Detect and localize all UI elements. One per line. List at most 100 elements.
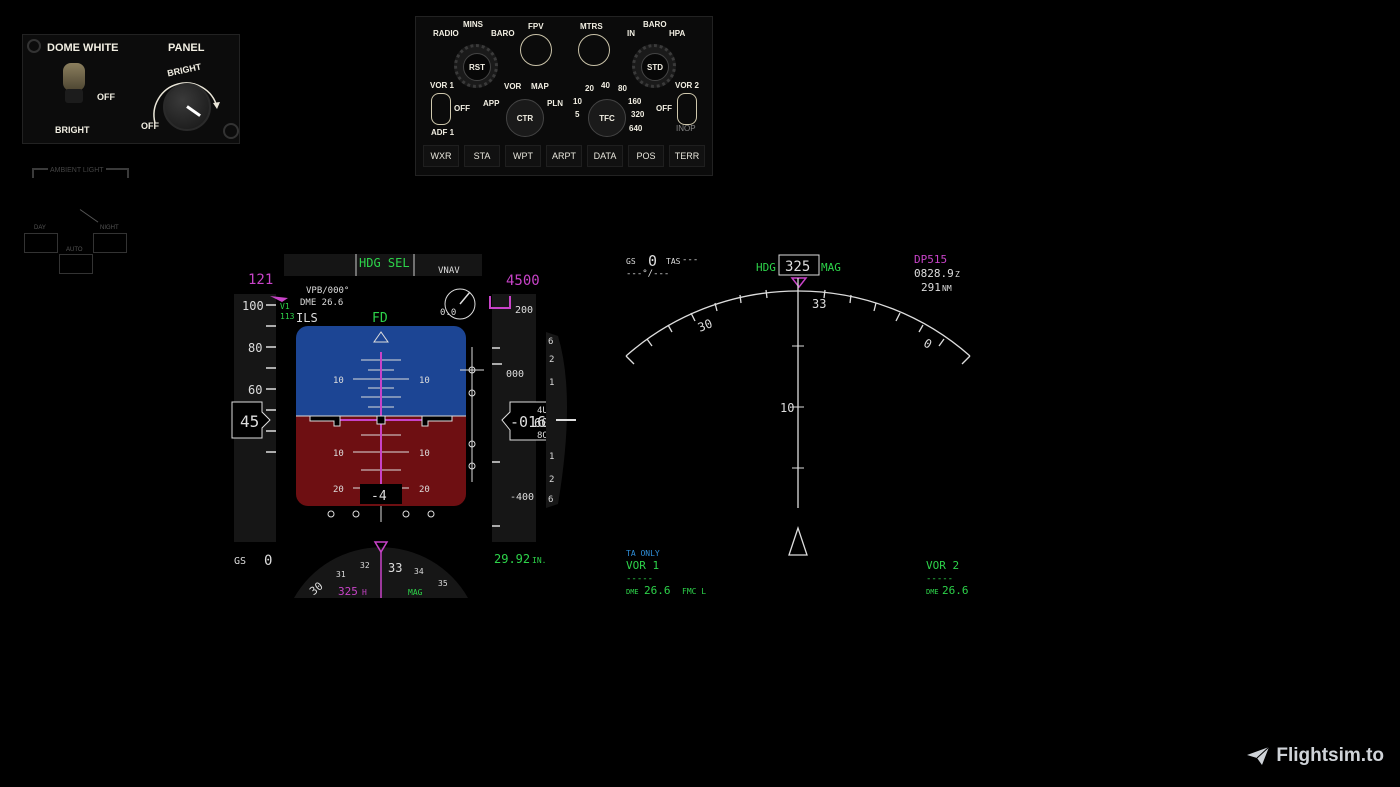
nd-distance: 291 <box>921 281 941 294</box>
nd-hdg-value: 325 <box>785 259 810 275</box>
nd-gs-label: GS <box>626 257 636 266</box>
std-knob[interactable]: STD <box>632 44 676 88</box>
auto-label: AUTO <box>66 247 83 253</box>
pitch-label: 10 <box>333 449 344 459</box>
nd-hdg-box <box>778 254 820 276</box>
dme1-value: 26.6 <box>644 584 671 597</box>
auto-button[interactable] <box>59 254 93 274</box>
pitch-label: 10 <box>419 376 430 386</box>
baro-label-2: BARO <box>643 20 667 29</box>
aircraft-symbol <box>788 525 808 556</box>
radio-label: RADIO <box>433 29 459 38</box>
selected-altitude: 4500 <box>506 273 540 289</box>
compass-label: 32 <box>360 561 370 570</box>
efis-control-panel: MINS RADIO BARO RST FPV MTRS BARO IN HPA… <box>415 16 713 176</box>
in-label: IN <box>627 29 635 38</box>
range-320-label: 320 <box>631 110 645 119</box>
nd-eta-z: Z <box>955 270 960 279</box>
panel-brightness-knob[interactable] <box>163 83 211 131</box>
vor2-dashes: ----- <box>926 574 953 584</box>
fpv-button[interactable] <box>520 34 552 66</box>
screw-icon <box>27 39 41 53</box>
nd-distance-unit: NM <box>942 284 952 293</box>
nd-wind: ---°/--- <box>626 269 669 279</box>
bank-pointer <box>373 331 389 343</box>
baro-unit: IN. <box>532 556 546 565</box>
dome-white-switch[interactable] <box>63 63 85 103</box>
wxr-button[interactable]: WXR <box>423 145 459 167</box>
range-80-label: 80 <box>618 84 627 93</box>
pos-button[interactable]: POS <box>628 145 664 167</box>
vor1-dashes: ----- <box>626 574 653 584</box>
speed-tick-60: 60 <box>248 383 262 397</box>
dome-off-label: OFF <box>97 92 115 102</box>
vor2-label-nd: VOR 2 <box>926 559 959 572</box>
panel-off-label: OFF <box>141 121 159 131</box>
alt-tick-400: -400 <box>510 492 534 503</box>
mode-ctr-knob[interactable]: CTR <box>506 99 544 137</box>
vsi-label: 1 <box>549 378 554 388</box>
vor1-off-label: OFF <box>454 104 470 113</box>
dme2-value: 26.6 <box>942 584 969 597</box>
day-label: DAY <box>34 225 46 231</box>
alt-sub-2: 60 <box>534 416 548 430</box>
lighting-panel: DOME WHITE PANEL OFF BRIGHT BRIGHT OFF <box>22 34 240 144</box>
night-button[interactable] <box>93 233 127 253</box>
vsi-label: 2 <box>549 355 554 365</box>
terr-button[interactable]: TERR <box>669 145 705 167</box>
vor2-label: VOR 2 <box>675 81 700 90</box>
compass-label: 35 <box>438 579 448 588</box>
day-button[interactable] <box>24 233 58 253</box>
nd-eta: 0828.9 <box>914 267 954 280</box>
wpt-button[interactable]: WPT <box>505 145 541 167</box>
range-160-label: 160 <box>628 97 642 106</box>
brand-text: Flightsim.to <box>1276 745 1384 766</box>
alt-tick-000: 000 <box>506 369 524 380</box>
arpt-button[interactable]: ARPT <box>546 145 582 167</box>
vor-mode-label: VOR <box>504 82 522 91</box>
range-label: 10 <box>780 401 794 415</box>
navigation-display: GS 0 TAS --- ---°/--- HDG 325 MAG DP515 … <box>625 252 971 597</box>
nd-tas-value: --- <box>682 255 698 265</box>
vs-readout-box <box>360 484 402 504</box>
vor1-switch[interactable] <box>431 93 451 125</box>
pln-mode-label: PLN <box>547 99 563 108</box>
altitude-current: -0160 <box>510 413 555 431</box>
primary-flight-display: HDG SEL VNAV 121 4500 VPB/000° DME 26.6 … <box>231 254 576 598</box>
data-button[interactable]: DATA <box>587 145 623 167</box>
ambient-light-panel: AMBIENT LIGHT DAY NIGHT AUTO <box>22 165 132 275</box>
nd-tas-label: TAS <box>666 257 681 266</box>
sta-button[interactable]: STA <box>464 145 500 167</box>
arc-label-33: 33 <box>812 297 826 311</box>
range-10-label: 10 <box>573 97 582 106</box>
mtrs-button[interactable] <box>578 34 610 66</box>
ambient-title: AMBIENT LIGHT <box>48 167 106 174</box>
vor2-switch[interactable] <box>677 93 697 125</box>
ref-info: VPB/000° <box>306 286 349 296</box>
std-label: STD <box>647 62 663 72</box>
rst-knob[interactable]: RST <box>454 44 498 88</box>
alt-sub-3: 8O <box>537 431 548 441</box>
ambient-needle <box>79 209 99 223</box>
hpa-label: HPA <box>669 29 686 38</box>
mins-label: MINS <box>463 20 483 29</box>
arc-label-30: 30 <box>696 316 715 334</box>
alt-tick-200: 200 <box>515 305 533 316</box>
arc-label-0: 0 <box>921 336 934 352</box>
panel-label: PANEL <box>168 42 205 54</box>
fpv-label: FPV <box>528 22 544 31</box>
speed-readout-box <box>231 401 271 439</box>
rudder-value: 0.0 <box>440 308 456 318</box>
inop-label: INOP <box>676 124 696 133</box>
vsi-label: 1 <box>549 452 554 462</box>
dome-white-label: DOME WHITE <box>47 42 119 54</box>
fma-bar <box>284 254 482 276</box>
range-tfc-knob[interactable]: TFC <box>588 99 626 137</box>
nd-gs-value: 0 <box>648 252 657 270</box>
screw-icon <box>223 123 239 139</box>
speed-current: 45 <box>240 412 259 431</box>
fmc-label: FMC L <box>682 587 706 596</box>
tfc-label: TFC <box>599 113 615 123</box>
gs-value: 0 <box>264 553 272 569</box>
fma-pitch-mode: VNAV <box>438 266 460 276</box>
